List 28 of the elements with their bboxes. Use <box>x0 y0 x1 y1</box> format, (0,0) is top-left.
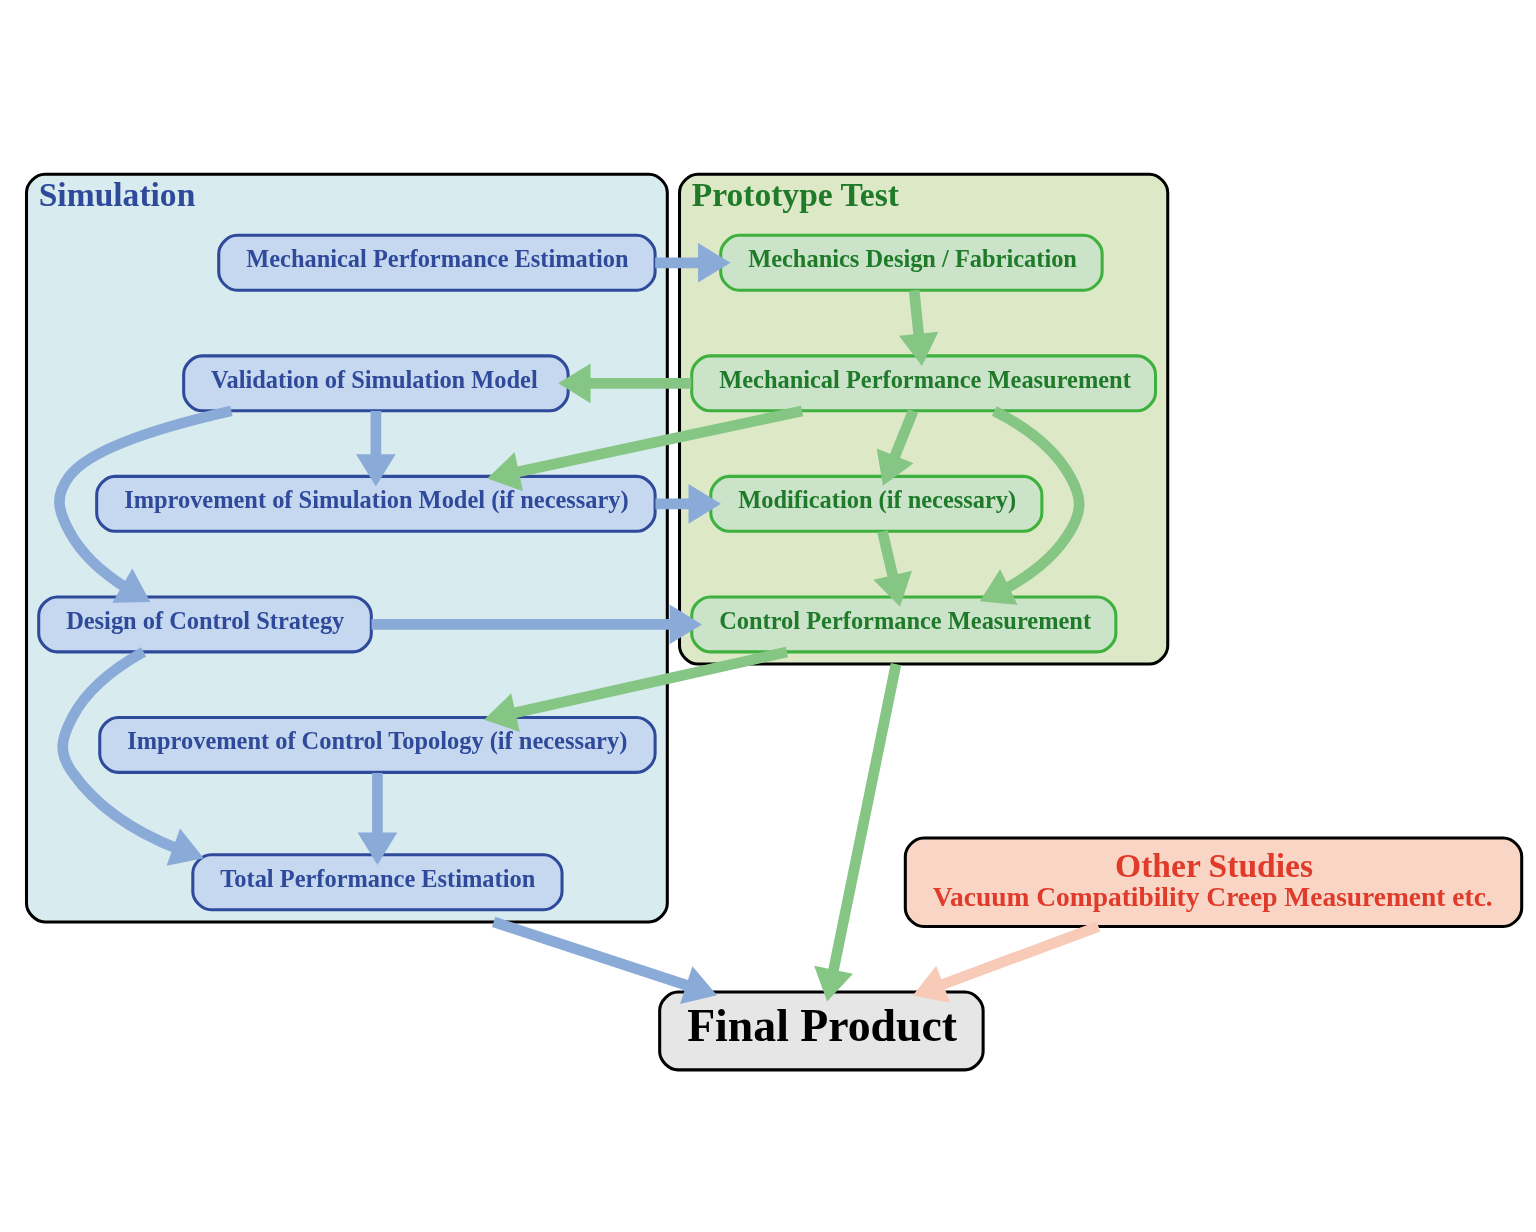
node-box: Design of Control Strategy <box>37 595 373 654</box>
node-box: Improvement of Simulation Model (if necessary) <box>95 474 657 533</box>
arrow <box>873 530 912 607</box>
arrow <box>371 604 702 645</box>
arrow <box>491 916 717 1004</box>
node-box: Improvement of Control Topology (if necessary) <box>98 715 657 774</box>
arrow <box>814 663 902 1002</box>
node-box: Control Performance Measurement <box>690 595 1118 654</box>
node-box: Mechanics Design / Fabrication <box>719 233 1104 292</box>
arrow <box>979 406 1085 605</box>
node-box: Final Product <box>658 990 985 1072</box>
node-box: Mechanical Performance Measurement <box>690 354 1158 413</box>
arrow <box>655 243 731 283</box>
node-box: Total Performance Estimation <box>191 853 564 912</box>
node-box: Modification (if necessary) <box>709 474 1044 533</box>
arrow <box>912 921 1101 1003</box>
arrow <box>487 405 804 492</box>
arrow <box>876 408 919 486</box>
arrow <box>558 363 692 404</box>
arrow <box>57 647 204 866</box>
arrow <box>356 410 396 487</box>
arrow <box>357 773 398 865</box>
arrow <box>898 289 939 366</box>
node-box: Validation of Simulation Model <box>182 354 570 413</box>
arrow <box>655 484 721 524</box>
node-box: Mechanical Performance Estimation <box>217 233 657 292</box>
node-box: Other Studies Vacuum Compatibility Creep Measurement etc. <box>903 836 1524 928</box>
arrow <box>54 405 233 603</box>
